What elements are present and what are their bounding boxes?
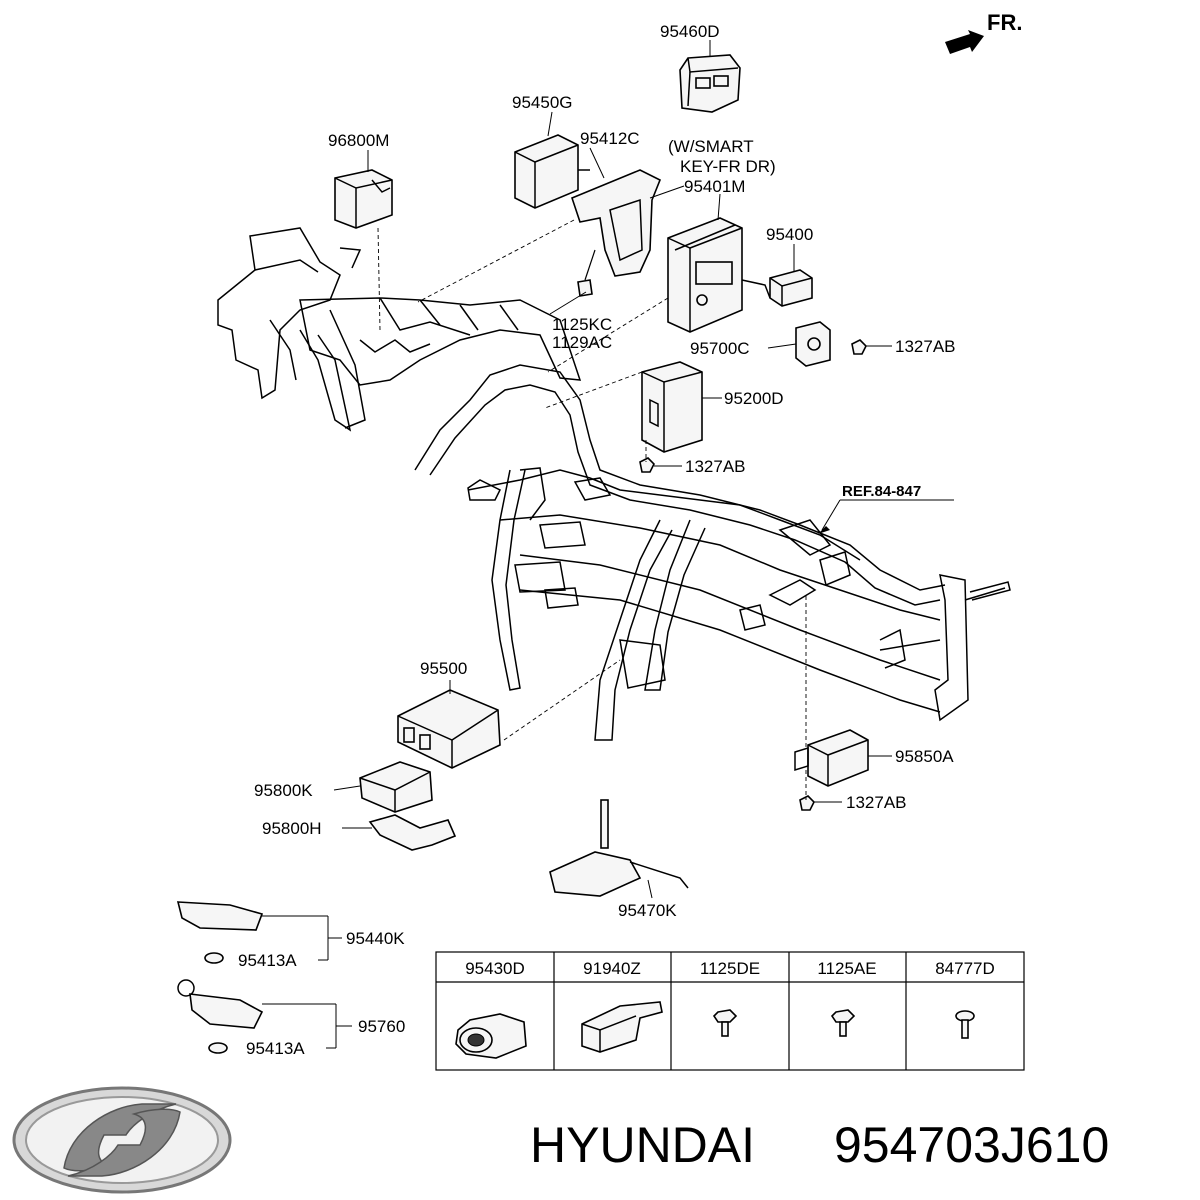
part-84777d-screw-icon [955, 1010, 975, 1039]
dashboard-crossmember-frame [217, 227, 1011, 741]
front-direction-indicator: FR. [945, 10, 1022, 54]
part-95800h-bracket [368, 814, 457, 851]
label-ref-84-847: REF.84-847 [842, 483, 921, 500]
part-number: 954703J610 [834, 1117, 1109, 1173]
part-95200d-module [641, 361, 703, 453]
brand-name: HYUNDAI [530, 1117, 755, 1173]
part-1327ab-nut-a [851, 339, 867, 355]
label-95413a-b: 95413A [246, 1039, 305, 1058]
label-1327ab-c: 1327AB [846, 793, 907, 812]
label-1327ab-a: 1327AB [895, 337, 956, 356]
part-95450g-module [514, 134, 590, 209]
label-96800m: 96800M [328, 131, 389, 150]
label-95450g: 95450G [512, 93, 573, 112]
table-header-col-5: 84777D [935, 959, 995, 978]
label-95500: 95500 [420, 659, 467, 678]
part-95460d-module [679, 54, 741, 113]
table-header-col-3: 1125DE [700, 959, 760, 978]
part-95412c-bracket [571, 169, 662, 277]
part-95760-remote-key [177, 979, 264, 1054]
table-header-col-4: 1125AE [817, 959, 876, 978]
part-95500-module [397, 689, 501, 769]
label-95400: 95400 [766, 225, 813, 244]
part-91940z-connector-icon [581, 1001, 663, 1053]
label-95200d: 95200D [724, 389, 784, 408]
part-1125de-bolt-icon [712, 1009, 738, 1037]
part-1125ae-bolt-icon [830, 1009, 856, 1037]
label-95401m: 95401M [684, 177, 745, 196]
front-label: FR. [987, 10, 1022, 35]
label-95800h: 95800H [262, 819, 322, 838]
label-95440k: 95440K [346, 929, 405, 948]
assembly-guide-lines [377, 219, 807, 800]
label-95412c: 95412C [580, 129, 640, 148]
part-labels: 95460D 95450G 96800M 95412C (W/SMART KEY… [238, 22, 956, 1058]
part-95440k-smart-key [176, 901, 264, 964]
part-95850a-module [794, 729, 869, 787]
label-95760: 95760 [358, 1017, 405, 1036]
label-95850a: 95850A [895, 747, 954, 766]
label-95413a-a: 95413A [238, 951, 297, 970]
part-1327ab-nut-b [639, 457, 655, 473]
part-95400-connector [769, 269, 813, 307]
part-1327ab-nut-c [799, 795, 815, 811]
label-1327ab-b: 1327AB [685, 457, 746, 476]
label-95800k: 95800K [254, 781, 313, 800]
label-95470k: 95470K [618, 901, 677, 920]
part-96800m-module [334, 169, 393, 229]
leader-lines [262, 40, 954, 1049]
front-arrow-icon [945, 30, 984, 54]
label-1129ac: 1129AC [552, 333, 612, 352]
parts-table: 95430D 91940Z 1125DE 1125AE 84777D [435, 951, 1025, 1071]
label-95700c: 95700C [690, 339, 750, 358]
table-header-col-1: 95430D [465, 959, 525, 978]
part-95470k-antenna [549, 799, 689, 897]
label-smart-key-note-2: KEY-FR DR) [680, 157, 776, 176]
table-header-col-2: 91940Z [583, 959, 641, 978]
hyundai-logo [12, 1086, 232, 1194]
part-95401m-module [667, 217, 771, 333]
label-1125kc: 1125KC [552, 315, 612, 334]
label-95460d: 95460D [660, 22, 720, 41]
part-1125kc-bolt [577, 249, 596, 297]
label-smart-key-note-1: (W/SMART [668, 137, 754, 156]
part-95430d-button-icon [455, 1013, 527, 1059]
part-95800k-module [359, 761, 433, 813]
part-95700c-sensor [795, 321, 831, 367]
